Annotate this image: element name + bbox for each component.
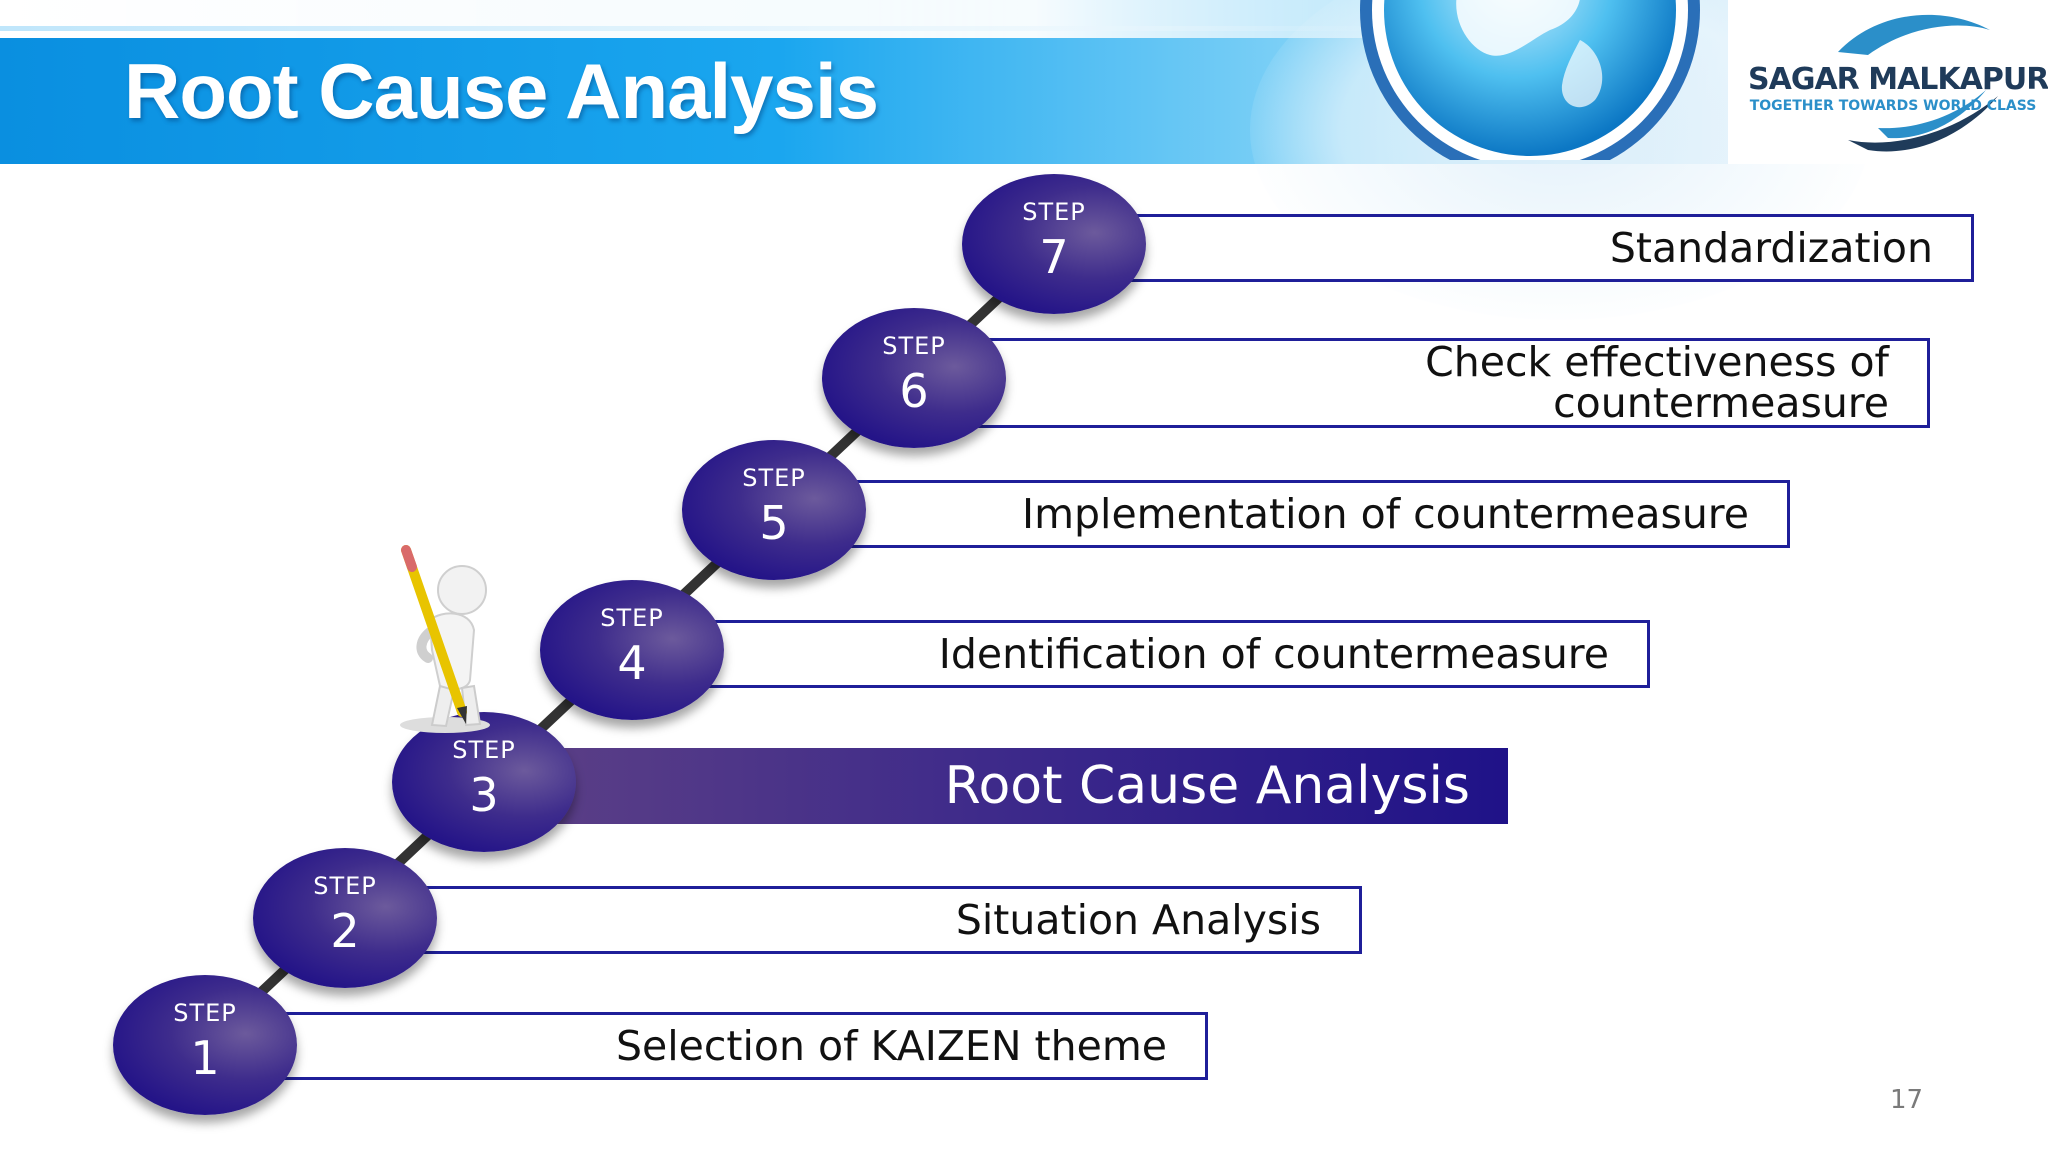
step-number-7: 7 bbox=[1039, 230, 1069, 284]
step-label-7: Standardization bbox=[1609, 223, 1933, 272]
globe-icon bbox=[1360, 0, 1700, 160]
step-circle-2: STEP 2 bbox=[253, 848, 437, 988]
step-circle-3: STEP 3 bbox=[392, 712, 576, 852]
page-number: 17 bbox=[1890, 1085, 1924, 1115]
step-number-1: 1 bbox=[190, 1031, 220, 1085]
figure-with-pencil-icon bbox=[400, 545, 490, 733]
step-circle-4: STEP 4 bbox=[540, 580, 724, 720]
step-word-5: STEP bbox=[742, 464, 806, 492]
logo-name: SAGAR MALKAPURE bbox=[1748, 62, 2048, 97]
step-word-7: STEP bbox=[1022, 198, 1086, 226]
step-box-7: Standardization bbox=[1090, 214, 1974, 282]
header-accent-line bbox=[0, 26, 1400, 31]
step-label-3: Root Cause Analysis bbox=[944, 756, 1470, 816]
step-label-5: Implementation of countermeasure bbox=[1022, 489, 1749, 538]
step-box-3: Root Cause Analysis bbox=[530, 748, 1508, 824]
step-box-4: Identification of countermeasure bbox=[670, 620, 1650, 688]
step-box-6: Check effectiveness of countermeasure bbox=[950, 338, 1930, 428]
step-circle-6: STEP 6 bbox=[822, 308, 1006, 448]
company-logo: SAGAR MALKAPURE TOGETHER TOWARDS WORLD C… bbox=[1728, 0, 2048, 164]
step-number-3: 3 bbox=[469, 768, 499, 822]
step-word-3: STEP bbox=[452, 736, 516, 764]
step-label-2: Situation Analysis bbox=[955, 895, 1321, 944]
step-word-1: STEP bbox=[173, 999, 237, 1027]
step-number-5: 5 bbox=[759, 496, 789, 550]
step-box-2: Situation Analysis bbox=[400, 886, 1362, 954]
step-label-1: Selection of KAIZEN theme bbox=[616, 1021, 1167, 1070]
step-word-6: STEP bbox=[882, 332, 946, 360]
step-label-4: Identification of countermeasure bbox=[938, 629, 1609, 678]
step-word-4: STEP bbox=[600, 604, 664, 632]
step-number-4: 4 bbox=[617, 636, 647, 690]
logo-swoosh-icon bbox=[1838, 14, 1998, 152]
step-box-1: Selection of KAIZEN theme bbox=[260, 1012, 1208, 1080]
step-number-2: 2 bbox=[330, 904, 360, 958]
step-circle-1: STEP 1 bbox=[113, 975, 297, 1115]
step-number-6: 6 bbox=[899, 364, 929, 418]
step-word-2: STEP bbox=[313, 872, 377, 900]
step-circle-5: STEP 5 bbox=[682, 440, 866, 580]
step-box-5: Implementation of countermeasure bbox=[810, 480, 1790, 548]
step-label-6: Check effectiveness of countermeasure bbox=[1425, 338, 1889, 427]
step-circle-7: STEP 7 bbox=[962, 174, 1146, 314]
logo-tagline: TOGETHER TOWARDS WORLD CLASS bbox=[1749, 98, 2037, 114]
page-title: Root Cause Analysis bbox=[124, 47, 879, 135]
